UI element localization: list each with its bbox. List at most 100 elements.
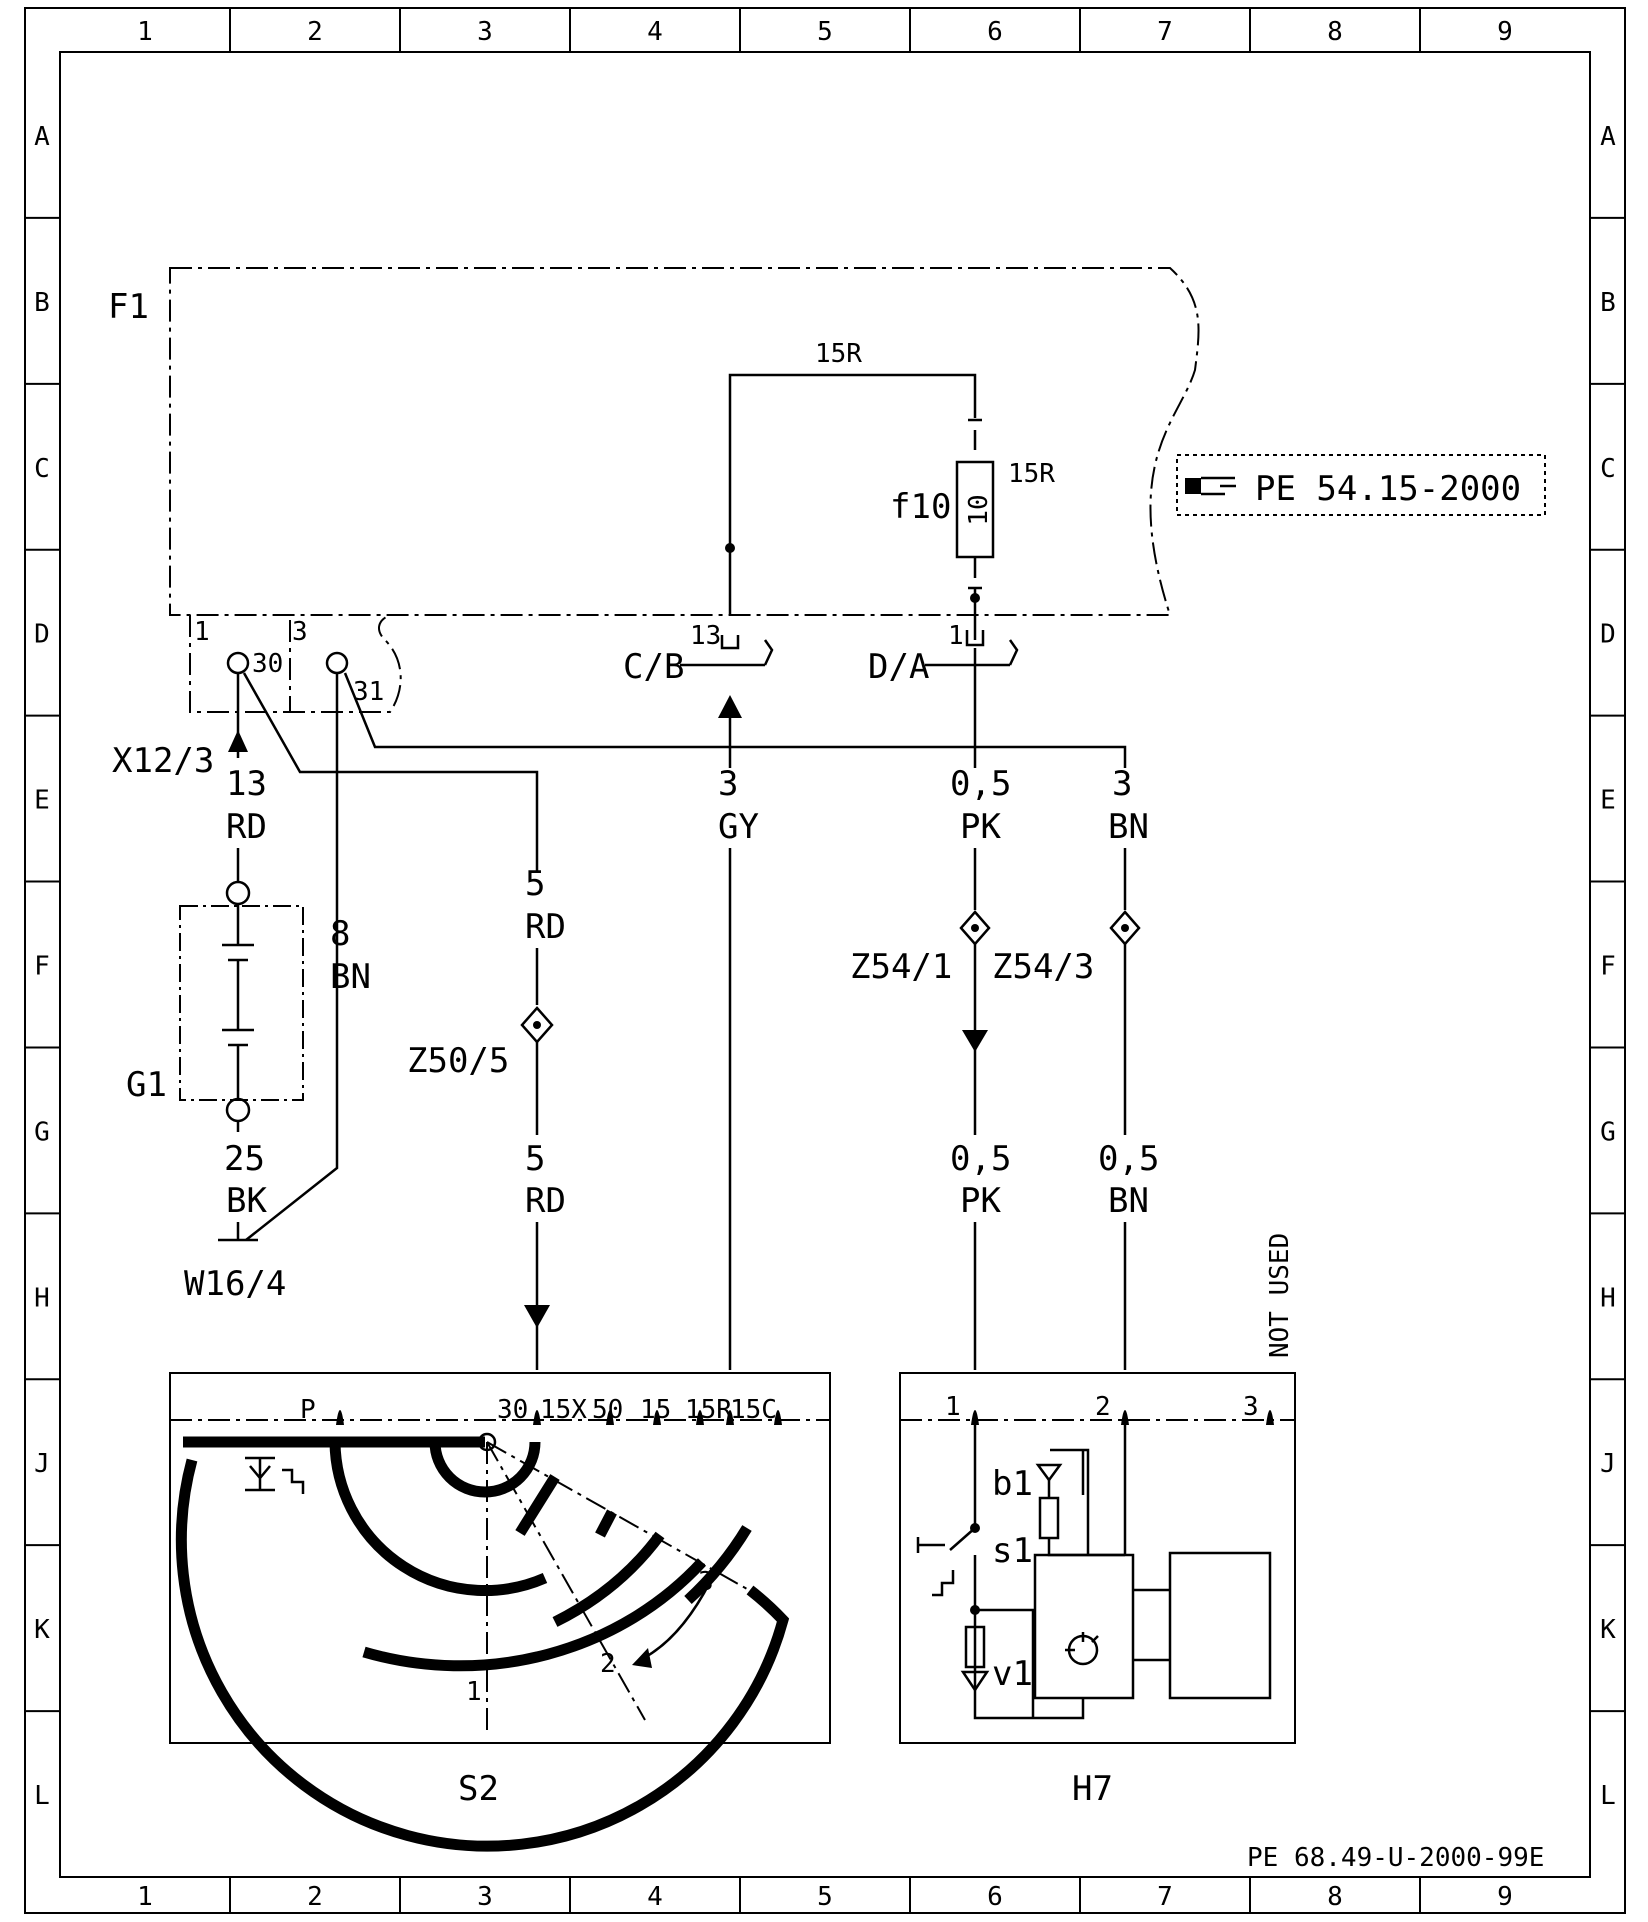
grid-column-label: 3 [477,1882,493,1912]
grid-column-label: 8 [1327,17,1343,47]
grid-column-label: 5 [817,17,833,47]
cb-label: C/B [623,647,684,687]
grid-row-label: L [1600,1781,1616,1811]
w10-size: 0,5 [1098,1139,1159,1179]
splice-z54 [959,910,991,946]
terminal-label: 30 [497,1395,528,1425]
w2-size: 8 [330,914,350,954]
terminal-label: 15C [730,1395,777,1425]
grid-column-label: 1 [137,1882,153,1912]
da-label: D/A [868,647,929,687]
s2-label: S2 [458,1769,499,1809]
terminal-pin [696,1410,704,1425]
terminal-pin [606,1410,614,1425]
grid-column-label: 4 [647,1882,663,1912]
battery-g1: G1 [126,904,304,1123]
z54-1-label: Z54/1 [850,947,952,987]
grid-column-label: 2 [307,1882,323,1912]
grid-row-label: C [34,454,50,484]
terminal-pin [336,1410,344,1425]
grid-row-label: A [1600,122,1616,152]
grid-row-label: K [1600,1615,1616,1645]
f1-label: F1 [108,287,149,327]
b1-label: b1 [992,1464,1033,1504]
key-lock-icon [245,1456,305,1494]
h7-pin-label: 2 [1095,1392,1111,1422]
w9-color: BN [1108,807,1149,847]
g1-label: G1 [126,1065,167,1105]
grid-column-label: 4 [647,17,663,47]
h7-pin-label: 3 [1243,1392,1259,1422]
grid-row-label: B [1600,288,1616,318]
w1-size: 13 [226,764,267,804]
f1-pin3-label: 3 [292,617,308,647]
terminal-pin [533,1410,541,1425]
s1-label: s1 [992,1531,1033,1571]
da-pin-label: 1 [948,621,964,651]
fuse-circuit-label: 15R [1008,459,1055,489]
w1-color: RD [226,807,267,847]
reference-box[interactable]: PE 54.15-2000 [1176,454,1546,516]
grid-row-label: D [1600,620,1616,650]
grid-row-label: E [1600,786,1616,816]
z50-label: Z50/5 [407,1041,509,1081]
grid-column-label: 7 [1157,1882,1173,1912]
grid-column-label: 5 [817,1882,833,1912]
terminal-30-label: 30 [252,649,283,679]
w16-label: W16/4 [184,1264,286,1304]
grid-row-label: A [34,122,50,152]
w4-size: 5 [525,864,545,904]
fuse-rating: 10 [964,494,994,525]
grid-column-label: 1 [137,17,153,47]
grid-row-label: K [34,1615,50,1645]
terminal-label: P [300,1395,316,1425]
w9-size: 3 [1112,764,1132,804]
h7-label: H7 [1072,1769,1113,1809]
x12-label: X12/3 [112,741,214,781]
w6-size: 3 [718,764,738,804]
terminal-label: 15 [640,1395,671,1425]
grid-row-label: C [1600,454,1616,484]
grid-column-label: 3 [477,17,493,47]
grid-row-label: F [34,952,50,982]
reference-text: PE 54.15-2000 [1255,469,1521,509]
not-used-note: NOT USED [1265,1233,1295,1358]
grid-column-label: 6 [987,17,1003,47]
grid-row-label: J [1600,1449,1616,1479]
z54-3-label: Z54/3 [992,947,1094,987]
terminal-31-label: 31 [353,677,384,707]
h7-pin-label: 1 [945,1392,961,1422]
grid-column-label: 6 [987,1882,1003,1912]
grid-column-label: 8 [1327,1882,1343,1912]
fuse-f10: 15R 10 15R f10 [725,339,1055,608]
f1-pin1-label: 1 [194,617,210,647]
grid-row-label: G [1600,1117,1616,1147]
v1-label: v1 [992,1654,1033,1694]
splice-bn [1109,910,1141,946]
connector-da: 1 D/A [868,608,1019,687]
switch-position-label: 1 [466,1677,482,1707]
terminal-pin [653,1410,661,1425]
w5-size: 5 [525,1139,545,1179]
f1-box: F1 1 3 30 31 [108,267,1200,713]
indicator-h7: 1 2 3 NOT USED b1 s1 v1 H7 [899,1233,1296,1809]
terminal-pin [726,1410,734,1425]
grid-row-label: B [34,288,50,318]
grid-row-label: D [34,620,50,650]
w10-color: BN [1108,1181,1149,1221]
bus-15r-label: 15R [815,339,862,369]
grid-row-label: G [34,1117,50,1147]
pointing-hand-icon [1185,476,1236,496]
w8-color: PK [960,1181,1001,1221]
document-id: PE 68.49-U-2000-99E [1247,1843,1544,1873]
h7-pin [1121,1410,1129,1425]
grid-row-label: E [34,786,50,816]
w6-color: GY [718,807,759,847]
w2-color: BN [330,957,371,997]
switch-position-label: 3 [698,1567,714,1597]
cb-pin-label: 13 [690,621,721,651]
w3-color: BK [226,1181,267,1221]
w7-color: PK [960,807,1001,847]
h7-pin [971,1410,979,1425]
